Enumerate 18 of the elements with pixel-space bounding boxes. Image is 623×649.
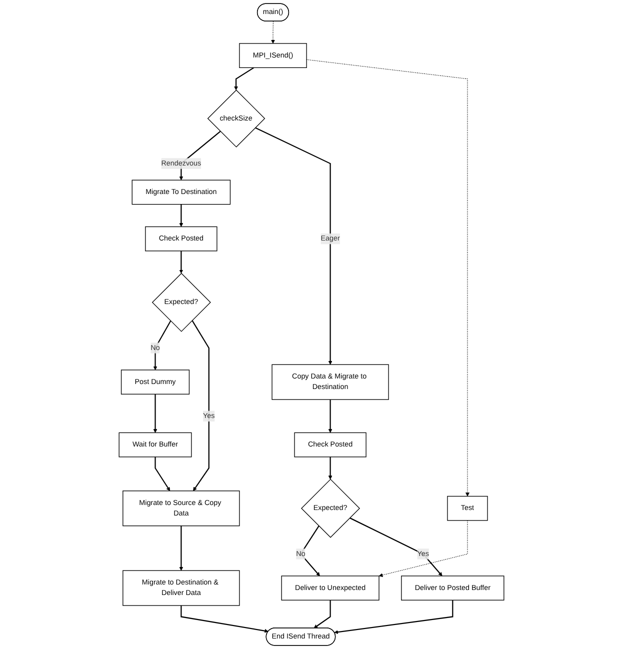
arrow	[350, 517, 442, 576]
arrow	[314, 600, 331, 628]
arrow	[306, 59, 470, 496]
arrow	[179, 526, 184, 571]
arrow	[179, 204, 184, 227]
arrow	[192, 320, 210, 492]
arrow	[334, 600, 454, 634]
arrow	[378, 520, 468, 577]
arrow	[328, 456, 332, 480]
arrow	[154, 456, 170, 492]
arrow	[234, 67, 254, 90]
arrow	[179, 250, 184, 274]
arrow	[153, 394, 158, 433]
arrow	[180, 606, 268, 633]
arrow	[153, 320, 172, 370]
arrow	[271, 21, 275, 44]
arrow	[255, 127, 332, 365]
arrow	[328, 400, 332, 433]
